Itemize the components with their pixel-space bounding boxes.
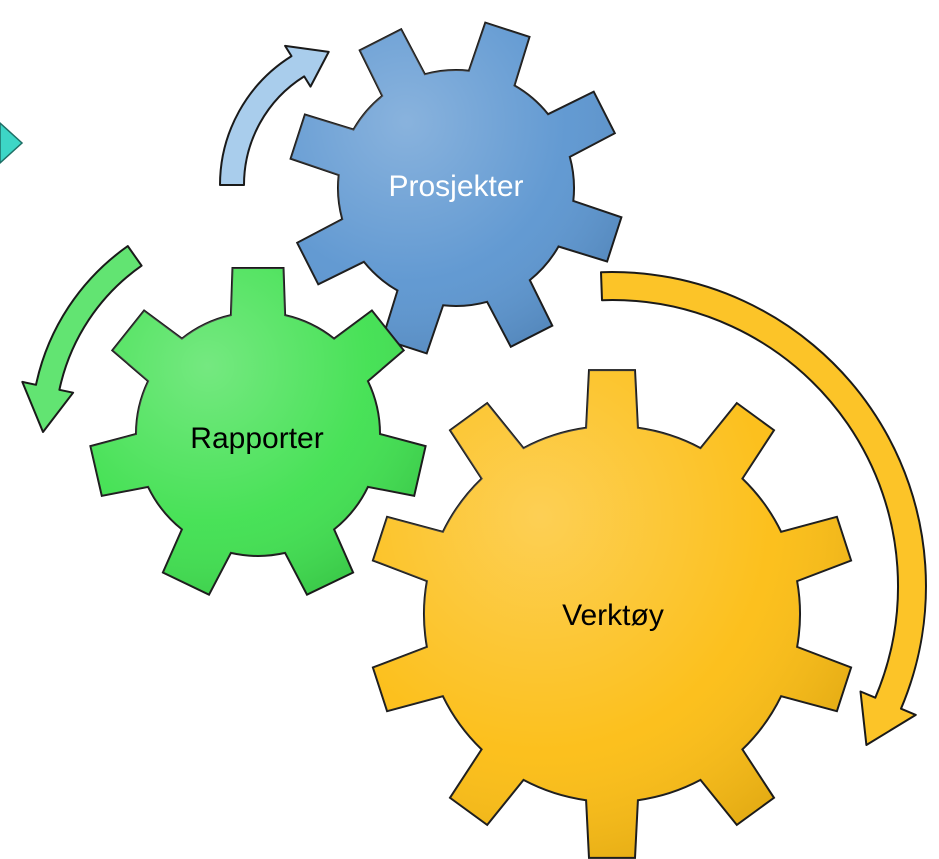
gear-verktoy-label: Verktøy — [562, 599, 664, 632]
gear-prosjekter: Prosjekter — [289, 21, 623, 355]
gear-rapporter-shine — [90, 268, 426, 595]
cycle-arrow-yellow — [600, 271, 927, 746]
gear-prosjekter-shine — [290, 22, 622, 354]
gear-rapporter-label: Rapporter — [190, 422, 323, 455]
gear-prosjekter-label: Prosjekter — [388, 170, 523, 203]
cycle-arrow-green — [21, 245, 143, 433]
cycle-arrow-blue — [219, 44, 330, 186]
gear-verktoy: Verktøy — [371, 369, 853, 859]
gear-verktoy-shine — [372, 370, 852, 858]
gear-rapporter: Rapporter — [89, 267, 427, 597]
partial-shape — [0, 121, 24, 165]
